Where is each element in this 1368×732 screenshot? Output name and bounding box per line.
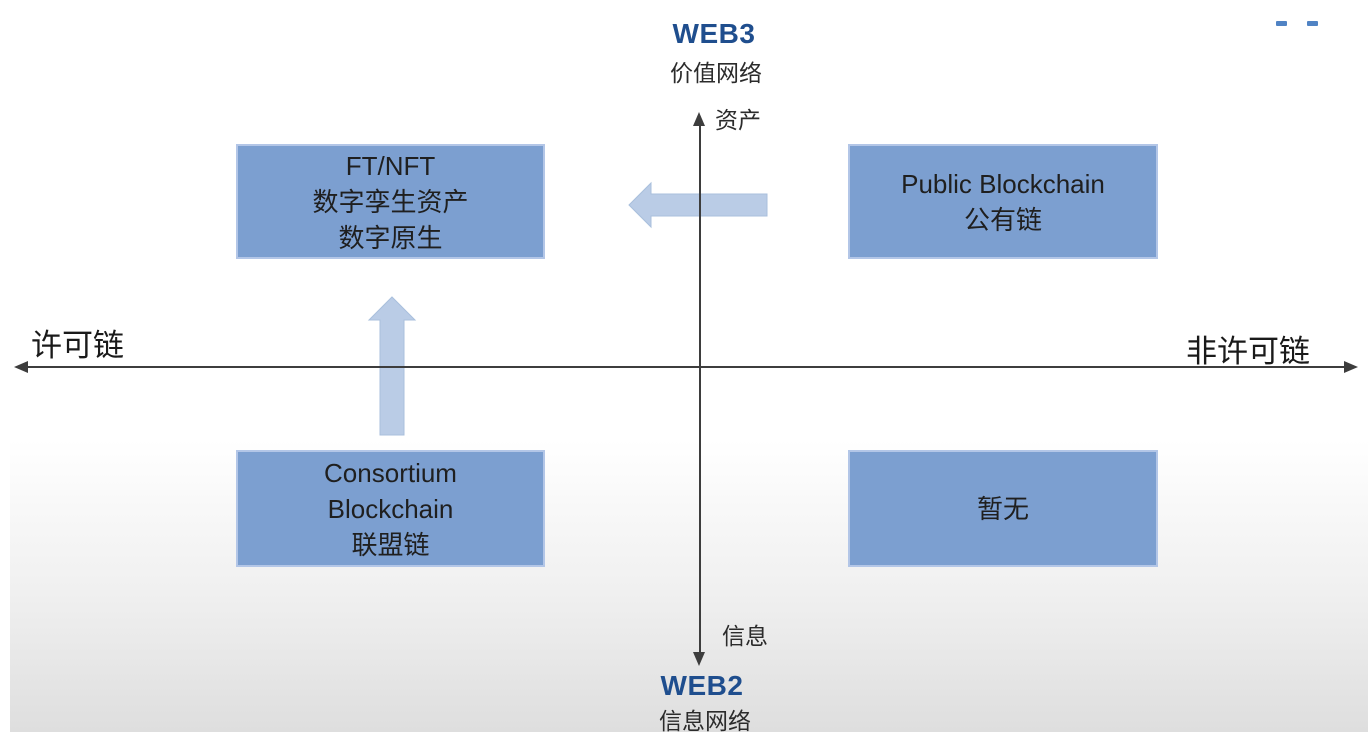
box-line: 数字原生	[338, 222, 443, 253]
box-line: Blockchain	[327, 493, 454, 524]
left-block-arrow-icon	[628, 181, 768, 229]
web3-title: WEB3	[672, 18, 756, 49]
box-line: 数字孪生资产	[312, 186, 469, 217]
quadrant-box-top-right: Public Blockchain 公有链	[848, 144, 1158, 259]
web3-subtitle: 价值网络	[670, 60, 762, 86]
info-axis-label: 信息	[722, 623, 768, 649]
web2-subtitle: 信息网络	[659, 708, 751, 732]
corner-mark	[1276, 21, 1287, 26]
corner-mark	[1307, 21, 1318, 26]
box-line: 暂无	[976, 493, 1029, 524]
right-arrowhead-icon	[1344, 361, 1358, 373]
quadrant-box-top-left: FT/NFT 数字孪生资产 数字原生	[236, 144, 545, 259]
box-line: Consortium	[324, 457, 457, 488]
horizontal-axis-line	[26, 366, 1346, 368]
quadrant-box-bottom-left: Consortium Blockchain 联盟链	[236, 450, 545, 567]
permissioned-label: 许可链	[31, 328, 124, 363]
quadrant-box-bottom-right: 暂无	[848, 450, 1158, 567]
box-line: FT/NFT	[345, 150, 436, 181]
up-arrowhead-icon	[693, 112, 705, 126]
non-permissioned-label: 非许可链	[1186, 334, 1310, 369]
box-line: 公有链	[963, 204, 1042, 235]
asset-axis-label: 资产	[715, 107, 761, 133]
vertical-axis-line	[699, 124, 701, 654]
box-line: 联盟链	[351, 529, 430, 560]
left-arrowhead-icon	[14, 361, 28, 373]
web2-title: WEB2	[660, 670, 744, 701]
down-arrowhead-icon	[693, 652, 705, 666]
box-line: Public Blockchain	[901, 168, 1105, 199]
